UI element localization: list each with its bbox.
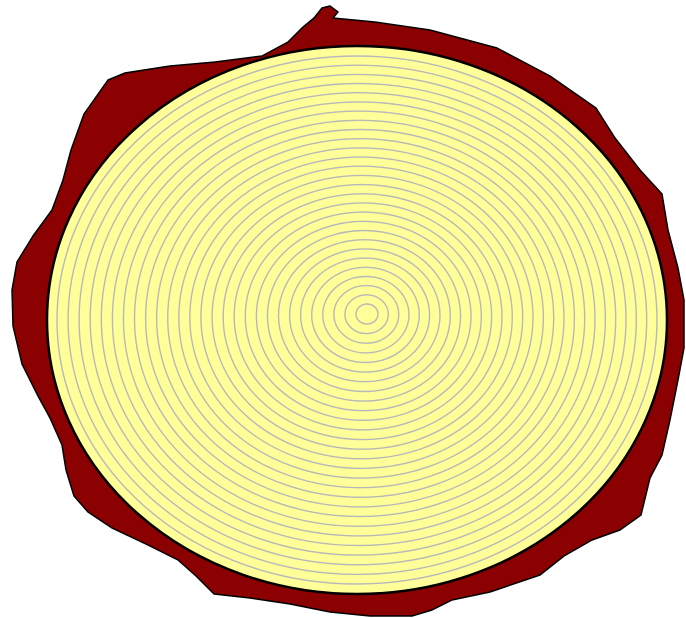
tree-cross-section-svg [0,0,686,618]
tree-cross-section-illustration [0,0,686,618]
